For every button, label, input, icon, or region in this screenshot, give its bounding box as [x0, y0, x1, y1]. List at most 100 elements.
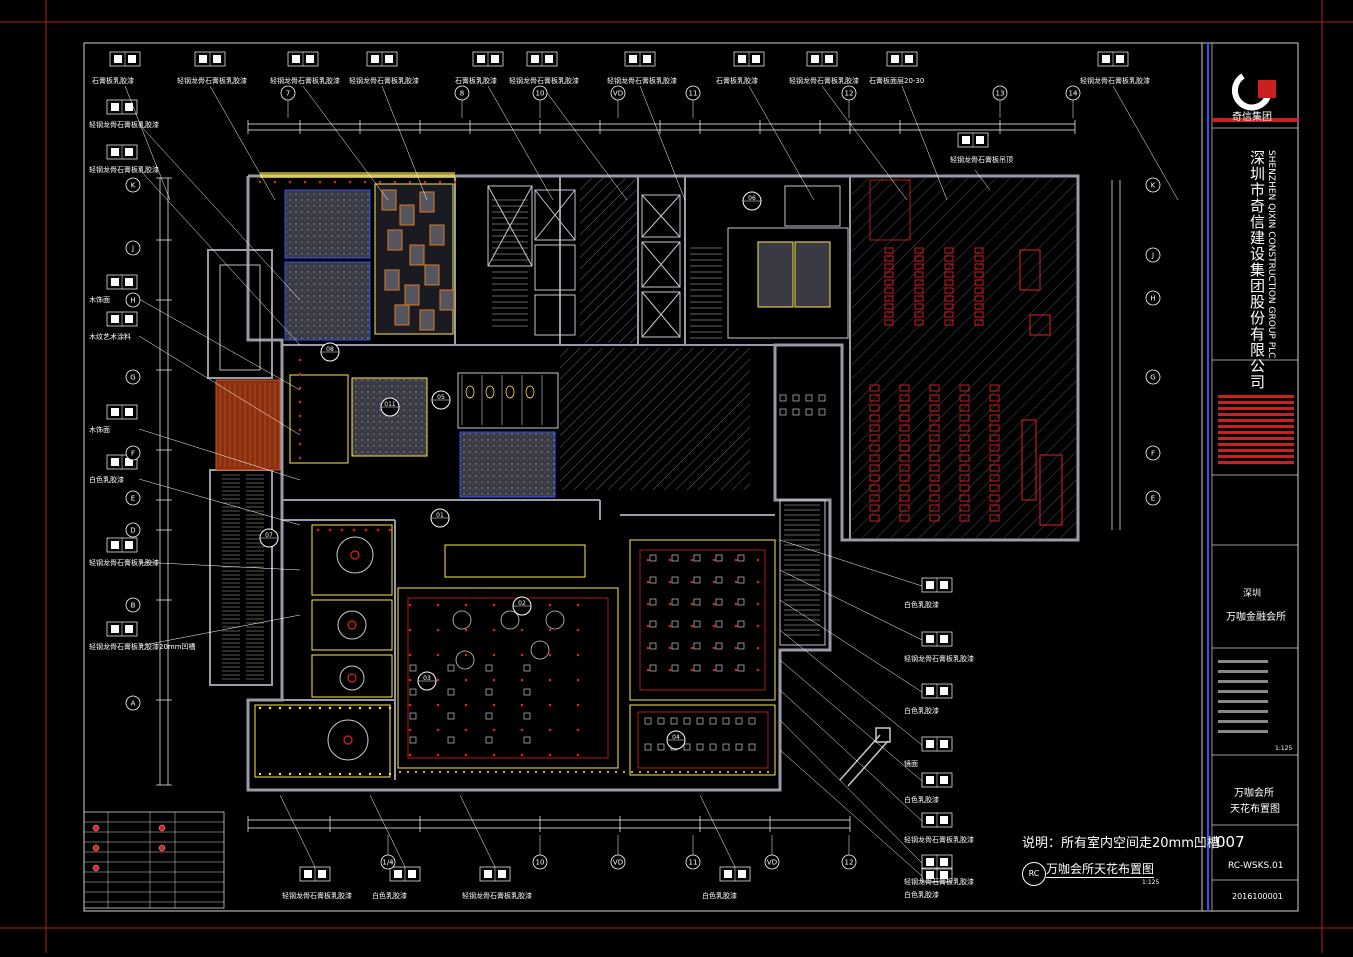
tag-code-mark — [940, 635, 948, 643]
tag-code-mark — [940, 687, 948, 695]
ceiling-lights — [258, 180, 769, 776]
conference-seat — [884, 255, 894, 262]
callout-label: 轻钢龙骨石膏板乳胶漆20mm凹槽 — [89, 643, 196, 651]
downlight — [520, 628, 524, 632]
chair — [693, 664, 701, 672]
signature-bar — [1218, 419, 1294, 422]
section-marker: 01 — [430, 508, 450, 528]
leader-line — [639, 85, 686, 201]
feature-ceiling-tiles — [374, 183, 455, 335]
legend-symbol — [92, 844, 100, 852]
axis-label: J — [1151, 252, 1154, 260]
conference-seat — [929, 484, 940, 492]
title-block-scale: 1:125 — [1275, 745, 1293, 752]
conference-seat — [959, 394, 970, 402]
downlight — [316, 528, 320, 532]
downlight — [298, 456, 302, 460]
led-strip-point — [298, 706, 302, 710]
downlight — [340, 528, 344, 532]
led-strip-point — [623, 771, 625, 773]
downlight — [298, 372, 302, 376]
axis-bubble: K — [125, 177, 141, 193]
marker-label: 04 — [672, 734, 680, 741]
callout-label: 石膏板乳胶漆 — [716, 77, 758, 85]
chair — [657, 743, 665, 751]
conference-seat — [944, 295, 954, 302]
chair — [409, 664, 417, 672]
led-strip-point — [378, 706, 382, 710]
chair — [737, 642, 745, 650]
led-strip-point — [258, 772, 262, 776]
conference-seat — [869, 514, 880, 522]
led-strip-point — [591, 771, 593, 773]
conference-seat — [884, 311, 894, 318]
signature-bar — [1218, 413, 1294, 416]
led-strip-point — [519, 771, 521, 773]
tag-code-mark — [905, 55, 913, 63]
ceiling-tile — [419, 191, 435, 213]
tag-code-mark — [484, 870, 492, 878]
tag-code-mark — [752, 55, 760, 63]
signature-bar — [1218, 395, 1294, 398]
led-strip-point — [551, 771, 553, 773]
axis-bubble: J — [125, 240, 141, 256]
downlight — [408, 728, 412, 732]
project-name: 万咖金融会所 — [1226, 612, 1286, 623]
conference-seat — [959, 514, 970, 522]
axis-label: 10 — [536, 859, 545, 867]
downlight — [408, 653, 412, 657]
downlight — [668, 668, 672, 672]
chair — [748, 717, 756, 725]
chair — [447, 736, 455, 744]
callout-tag — [472, 51, 504, 67]
conference-seat — [929, 424, 940, 432]
callout-tag — [106, 274, 138, 290]
ceiling-tile — [429, 224, 445, 246]
tag-code-mark — [724, 870, 732, 878]
downlight — [548, 703, 552, 707]
downlight — [690, 646, 694, 650]
chair — [735, 717, 743, 725]
section-marker: 011 — [380, 397, 400, 417]
table-centre-light — [343, 735, 353, 745]
general-note: 说明：所有室内空间走20mm凹槽 — [1022, 836, 1220, 851]
downlight — [646, 646, 650, 650]
downlight — [756, 602, 760, 606]
conference-seat — [884, 247, 894, 254]
led-strip-point — [298, 772, 302, 776]
axis-label: F — [131, 450, 135, 458]
downlight — [712, 668, 716, 672]
downlight — [520, 728, 524, 732]
conference-seat — [884, 279, 894, 286]
led-strip-point — [463, 771, 465, 773]
tag-code-mark — [531, 55, 539, 63]
downlight — [576, 628, 580, 632]
chair — [683, 743, 691, 751]
chair — [649, 664, 657, 672]
callout-tag — [806, 51, 838, 67]
axis-label: 12 — [845, 859, 854, 867]
chair — [485, 664, 493, 672]
axis-bubble: 11 — [685, 854, 701, 870]
callout-label: 轻钢龙骨石膏板乳胶漆 — [89, 559, 159, 567]
leader-line — [821, 85, 908, 201]
tag-code-mark — [940, 581, 948, 589]
conference-seat — [944, 271, 954, 278]
axis-label: VD — [613, 859, 623, 867]
tag-code-mark — [111, 408, 119, 416]
conference-table — [1029, 314, 1051, 336]
leader-line — [138, 168, 301, 346]
callout-label: 木饰面 — [89, 296, 110, 304]
conference-seat — [959, 474, 970, 482]
table-centre-light — [350, 550, 360, 560]
conference-seat — [989, 494, 1000, 502]
info-bar — [1218, 670, 1268, 673]
conference-seat — [869, 434, 880, 442]
callout-tag — [921, 577, 953, 593]
downlight — [438, 180, 442, 184]
axis-circle — [841, 854, 857, 870]
conference-seat — [914, 247, 924, 254]
tag-code-mark — [1102, 55, 1110, 63]
